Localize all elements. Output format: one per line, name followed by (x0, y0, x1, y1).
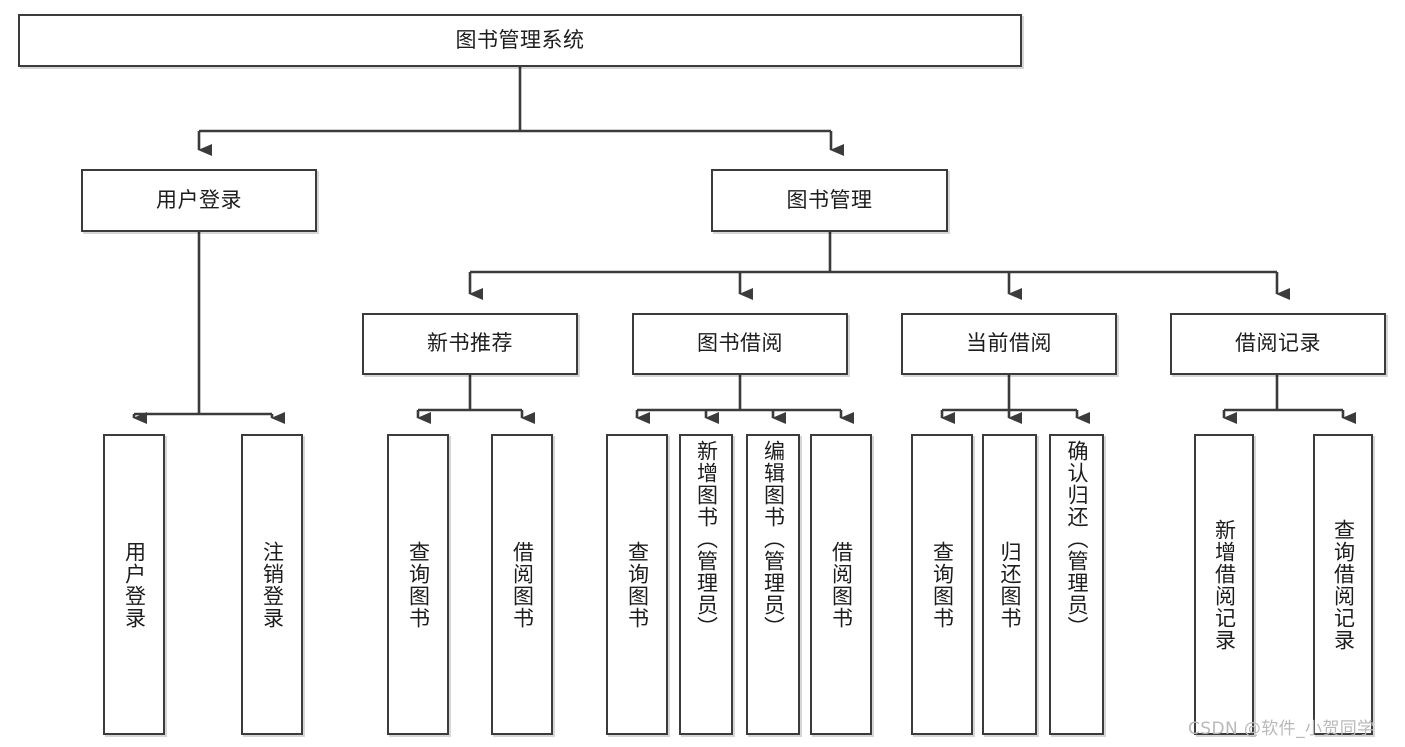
node-root-label: 图书管理系统 (455, 27, 585, 52)
node-book-manage[interactable]: 图书管理 (711, 169, 948, 232)
node-leaf-query-record[interactable]: 查询借阅记录 (1313, 434, 1373, 735)
node-leaf-add-book[interactable]: 新增图书（管理员） (679, 434, 733, 735)
node-root[interactable]: 图书管理系统 (18, 14, 1022, 67)
node-new-book-recommend-label: 新书推荐 (427, 331, 513, 356)
node-borrow-record-label: 借阅记录 (1235, 331, 1321, 356)
node-user-login[interactable]: 用户登录 (81, 169, 317, 232)
node-leaf-add-record-label: 新增借阅记录 (1212, 518, 1237, 651)
node-current-borrow-label: 当前借阅 (966, 331, 1052, 356)
node-leaf-return-book[interactable]: 归还图书 (982, 434, 1037, 735)
node-book-manage-label: 图书管理 (786, 187, 873, 212)
node-leaf-confirm-return-label: 确认归还（管理员） (1064, 440, 1089, 638)
node-leaf-query-book-2-label: 查询图书 (625, 540, 650, 629)
node-leaf-user-login-label: 用户登录 (122, 540, 147, 629)
node-leaf-user-login[interactable]: 用户登录 (103, 434, 165, 735)
node-borrow-record[interactable]: 借阅记录 (1170, 313, 1386, 375)
node-leaf-query-record-label: 查询借阅记录 (1331, 518, 1356, 651)
node-leaf-logout[interactable]: 注销登录 (241, 434, 303, 735)
node-leaf-query-book-3[interactable]: 查询图书 (911, 434, 973, 735)
node-leaf-edit-book-label: 编辑图书（管理员） (761, 440, 786, 638)
node-leaf-edit-book[interactable]: 编辑图书（管理员） (746, 434, 800, 735)
node-leaf-add-book-label: 新增图书（管理员） (694, 440, 719, 638)
node-leaf-confirm-return[interactable]: 确认归还（管理员） (1049, 434, 1104, 735)
node-book-borrow[interactable]: 图书借阅 (632, 313, 848, 375)
node-leaf-add-record[interactable]: 新增借阅记录 (1194, 434, 1254, 735)
node-leaf-borrow-book-1[interactable]: 借阅图书 (491, 434, 553, 735)
node-user-login-label: 用户登录 (156, 187, 242, 212)
node-leaf-query-book-3-label: 查询图书 (930, 540, 955, 629)
node-leaf-logout-label: 注销登录 (260, 540, 285, 629)
node-leaf-query-book-2[interactable]: 查询图书 (606, 434, 668, 735)
node-leaf-borrow-book-2-label: 借阅图书 (829, 540, 854, 629)
node-new-book-recommend[interactable]: 新书推荐 (362, 313, 578, 375)
node-leaf-return-book-label: 归还图书 (997, 540, 1022, 629)
node-leaf-query-book-1-label: 查询图书 (406, 540, 431, 629)
node-current-borrow[interactable]: 当前借阅 (901, 313, 1117, 375)
node-leaf-borrow-book-1-label: 借阅图书 (510, 540, 535, 629)
node-book-borrow-label: 图书借阅 (697, 331, 783, 356)
node-leaf-borrow-book-2[interactable]: 借阅图书 (810, 434, 872, 735)
node-leaf-query-book-1[interactable]: 查询图书 (387, 434, 449, 735)
csdn-watermark: CSDN @软件_小贺同学 (1188, 719, 1375, 739)
